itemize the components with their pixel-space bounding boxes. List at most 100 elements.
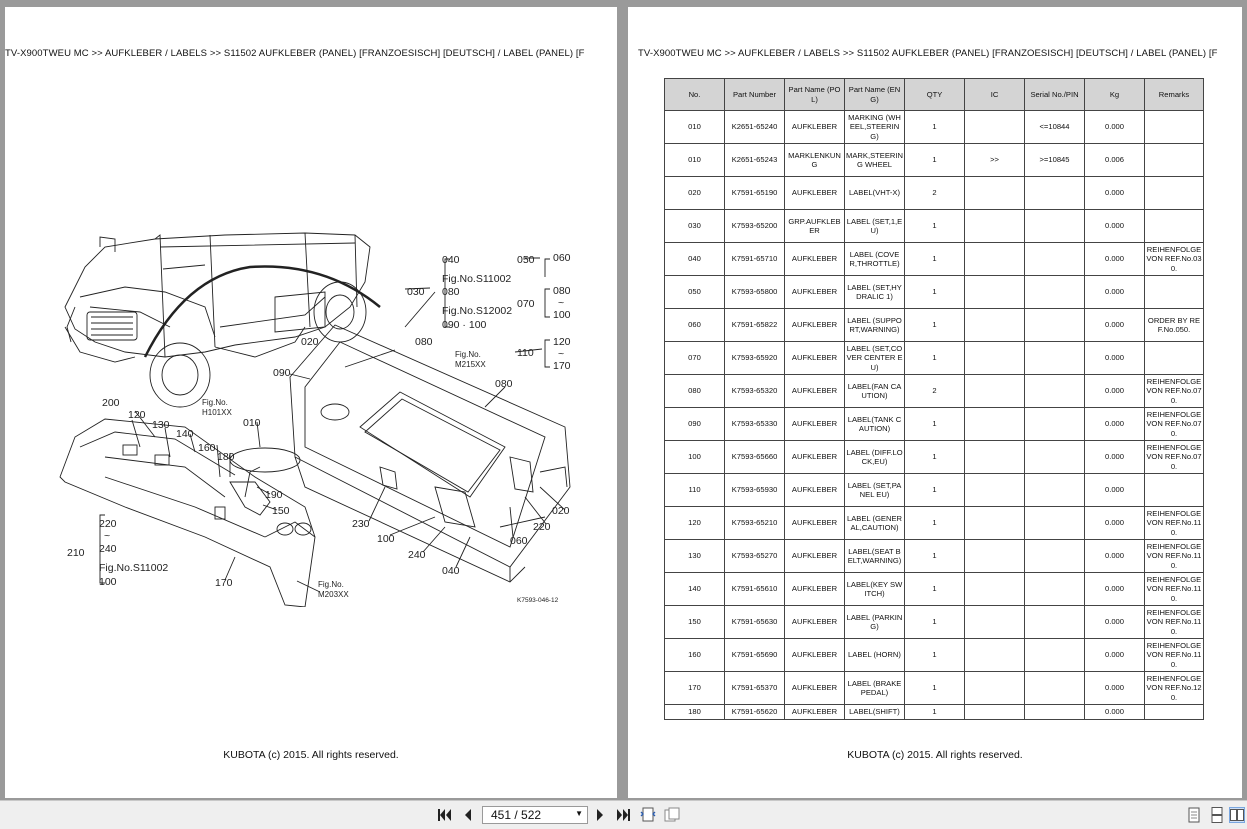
cell-kg: 0.000 xyxy=(1084,176,1145,210)
single-page-view-icon[interactable] xyxy=(1186,807,1202,823)
cell-serial xyxy=(1024,341,1085,375)
cell-ic xyxy=(964,440,1025,474)
cell-remarks xyxy=(1144,275,1204,309)
callout: 050 xyxy=(517,254,535,266)
callout: 030 xyxy=(407,286,425,298)
callout: ~ xyxy=(558,348,564,360)
fit-page-icon[interactable] xyxy=(640,807,656,823)
cell-no: 160 xyxy=(664,638,725,672)
next-page-icon[interactable] xyxy=(592,807,608,823)
callout: Fig.No. xyxy=(455,350,481,359)
cell-serial xyxy=(1024,704,1085,720)
cell-kg: 0.000 xyxy=(1084,341,1145,375)
callout: 070 xyxy=(517,298,535,310)
diagram-callouts: 040 Fig.No.S11002 080 Fig.No.S12002 090 … xyxy=(67,252,571,604)
cell-ic xyxy=(964,506,1025,540)
cell-qty: 1 xyxy=(904,473,965,507)
cell-serial xyxy=(1024,308,1085,342)
callout: ~ xyxy=(104,530,110,542)
cell-remarks xyxy=(1144,110,1204,144)
cell-kg: 0.000 xyxy=(1084,473,1145,507)
callout: 170 xyxy=(553,360,571,372)
callout: 090 · 100 xyxy=(442,319,487,331)
cell-ic xyxy=(964,671,1025,705)
cell-part-name-pol: MARKLENKUNG xyxy=(784,143,845,177)
cell-part-number: K7591-65710 xyxy=(724,242,785,276)
callout: Fig.No.S11002 xyxy=(99,562,168,574)
cell-kg: 0.000 xyxy=(1084,539,1145,573)
page-footer: KUBOTA (c) 2015. All rights reserved. xyxy=(847,749,1023,761)
callout: 100 xyxy=(377,533,395,545)
cell-part-number: K7591-65822 xyxy=(724,308,785,342)
cell-part-number: K7593-65210 xyxy=(724,506,785,540)
cell-remarks: ORDER BY REF.No.050. xyxy=(1144,308,1204,342)
cell-remarks: REIHENFOLGE VON REF.No.120. xyxy=(1144,671,1204,705)
cell-part-name-eng: LABEL (SET,PANEL EU) xyxy=(844,473,905,507)
cell-part-name-eng: LABEL(SHIFT) xyxy=(844,704,905,720)
cell-serial xyxy=(1024,539,1085,573)
callout: 220 xyxy=(99,518,117,530)
parts-diagram: 040 Fig.No.S11002 080 Fig.No.S12002 090 … xyxy=(59,232,571,607)
cell-ic xyxy=(964,209,1025,243)
callout: 100 xyxy=(553,309,571,321)
continuous-view-icon[interactable] xyxy=(1209,807,1225,823)
cell-remarks: REIHENFOLGE VON REF.No.110. xyxy=(1144,572,1204,606)
col-header-qty: QTY xyxy=(904,78,965,111)
callout: 080 xyxy=(442,286,460,298)
cell-kg: 0.006 xyxy=(1084,143,1145,177)
cell-kg: 0.000 xyxy=(1084,374,1145,408)
cell-part-number: K7591-65620 xyxy=(724,704,785,720)
cell-no: 040 xyxy=(664,242,725,276)
cell-ic xyxy=(964,704,1025,720)
cell-kg: 0.000 xyxy=(1084,242,1145,276)
first-page-icon[interactable] xyxy=(437,807,453,823)
callout: 240 xyxy=(99,543,117,555)
cell-part-name-pol: GRP.AUFKLEBER xyxy=(784,209,845,243)
cell-part-name-pol: AUFKLEBER xyxy=(784,308,845,342)
cell-part-name-eng: LABEL(VHT-X) xyxy=(844,176,905,210)
cell-part-number: K2651-65243 xyxy=(724,143,785,177)
cell-part-number: K7593-65800 xyxy=(724,275,785,309)
cell-part-name-eng: LABEL (BRAKE PEDAL) xyxy=(844,671,905,705)
callout: 010 xyxy=(243,417,261,429)
cell-part-name-pol: AUFKLEBER xyxy=(784,341,845,375)
cell-part-number: K7593-65930 xyxy=(724,473,785,507)
col-header-part-name-eng: Part Name (ENG) xyxy=(844,78,905,111)
cell-kg: 0.000 xyxy=(1084,407,1145,441)
cell-qty: 1 xyxy=(904,440,965,474)
callout: 020 xyxy=(301,336,319,348)
cell-no: 180 xyxy=(664,704,725,720)
cell-qty: 1 xyxy=(904,407,965,441)
cell-part-name-pol: AUFKLEBER xyxy=(784,407,845,441)
cell-kg: 0.000 xyxy=(1084,572,1145,606)
callout: 210 xyxy=(67,547,85,559)
page-number-select[interactable]: 451 / 522 ▼ xyxy=(482,806,588,824)
prev-page-icon[interactable] xyxy=(460,807,476,823)
cell-part-name-pol: AUFKLEBER xyxy=(784,110,845,144)
cell-no: 090 xyxy=(664,407,725,441)
left-page: TV-X900TWEU MC >> AUFKLEBER / LABELS >> … xyxy=(5,7,617,798)
page-number-value: 451 / 522 xyxy=(491,808,542,822)
fit-width-icon[interactable] xyxy=(664,807,680,823)
cell-serial xyxy=(1024,209,1085,243)
cell-remarks xyxy=(1144,176,1204,210)
facing-pages-view-icon[interactable] xyxy=(1229,807,1245,823)
cell-part-name-eng: LABEL (DIFF.LOCK,EU) xyxy=(844,440,905,474)
table-header-row: No. Part Number Part Name (POL) Part Nam… xyxy=(664,78,1204,111)
col-header-part-number: Part Number xyxy=(724,78,785,111)
cell-part-number: K7593-65200 xyxy=(724,209,785,243)
cell-kg: 0.000 xyxy=(1084,638,1145,672)
callout: Fig.No. xyxy=(202,398,228,407)
cell-part-name-pol: AUFKLEBER xyxy=(784,473,845,507)
last-page-icon[interactable] xyxy=(615,807,631,823)
callout: H101XX xyxy=(202,408,232,417)
cell-part-name-eng: LABEL (PARKING) xyxy=(844,605,905,639)
